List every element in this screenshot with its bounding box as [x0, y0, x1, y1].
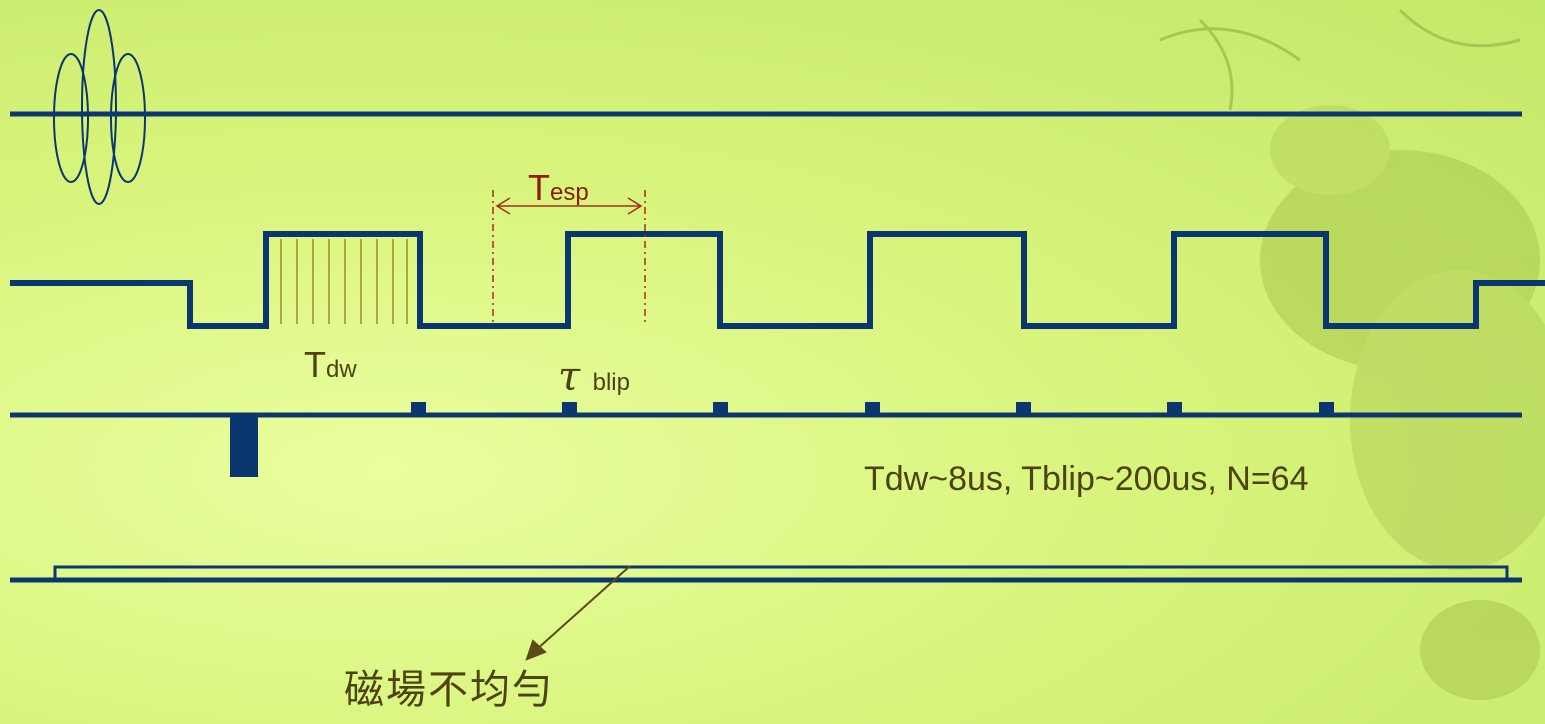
t-dw-main: T — [304, 344, 326, 385]
t-dw-sub: dw — [326, 356, 357, 383]
t-esp-interval-marker — [492, 190, 646, 326]
t-dw-label: Tdw — [304, 347, 357, 383]
rf-pulse-shape — [53, 9, 146, 205]
tau-symbol: τ — [558, 354, 581, 400]
t-esp-label: Tesp — [528, 170, 589, 206]
field-inhomogeneity-label: 磁場不均勻 — [344, 667, 554, 713]
readout-gradient-waveform — [10, 231, 1545, 329]
sampling-lines — [280, 239, 408, 324]
t-esp-main: T — [528, 167, 550, 208]
field-inhomogeneity-offset — [53, 565, 1509, 581]
tau-blip-label: τ blip — [558, 357, 630, 397]
phase-blips — [411, 402, 1334, 416]
phase-prephaser-lobe — [230, 415, 258, 477]
parameters-text: Tdw~8us, Tblip~200us, N=64 — [864, 460, 1309, 498]
tau-sub: blip — [592, 369, 630, 396]
decorative-blossom-background — [1159, 8, 1545, 700]
inhomogeneity-arrow — [525, 565, 631, 661]
t-esp-sub: esp — [550, 179, 589, 206]
